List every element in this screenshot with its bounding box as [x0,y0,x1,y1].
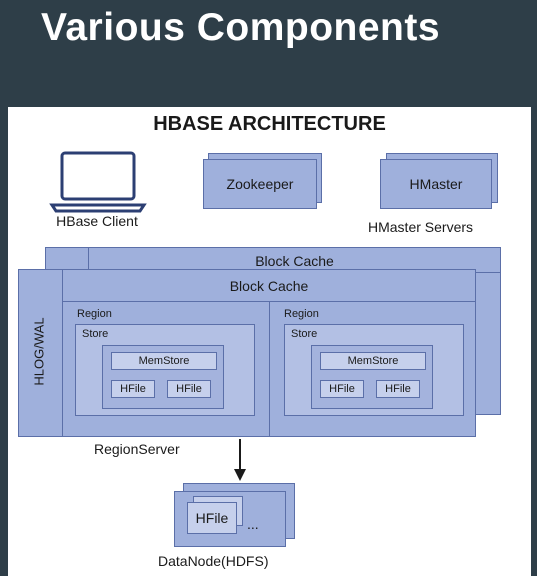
hfile-1a-label: HFile [120,383,146,395]
region-server: Block Cache HLOG/WAL Region Store MemSto… [18,269,476,437]
block-cache: Block Cache [62,270,475,302]
hfile-1a: HFile [111,380,155,398]
slide-title: Various Components [41,6,441,49]
hmaster-servers-label: HMaster Servers [368,219,474,235]
hfile-2a-label: HFile [329,383,355,395]
laptop-icon [49,151,147,213]
arrow-down-icon [234,439,246,481]
hmaster-box: HMaster [380,159,492,209]
hfile-1b-label: HFile [176,383,202,395]
memstore-2-label: MemStore [347,355,399,367]
datanode-label: DataNode(HDFS) [158,553,269,569]
region-2-label: Region [284,308,319,320]
region-1: Region Store MemStore HFile HFile [63,302,270,436]
region-server-label: RegionServer [94,441,180,457]
hfile-2b: HFile [376,380,420,398]
memstore-1: MemStore [111,352,217,370]
block-cache-label: Block Cache [229,278,309,294]
diagram-title: HBASE ARCHITECTURE [153,113,386,135]
hfile-1b: HFile [167,380,211,398]
wal-column: HLOG/WAL [19,270,63,436]
memstore-group-2: MemStore HFile HFile [311,345,433,409]
store-1: Store MemStore HFile HFile [75,324,255,416]
hbase-client-label: HBase Client [56,213,138,229]
store-2: Store MemStore HFile HFile [284,324,464,416]
datanode-box: HFile ... [174,491,286,547]
memstore-2: MemStore [320,352,426,370]
zookeeper-box: Zookeeper [203,159,317,209]
hfile-2b-label: HFile [385,383,411,395]
datanode-ellipsis: ... [247,516,259,532]
zookeeper-label: Zookeeper [226,176,294,192]
hfile-2a: HFile [320,380,364,398]
memstore-1-label: MemStore [138,355,190,367]
diagram-panel: HBASE ARCHITECTURE HBase Client Zookeepe… [8,107,531,576]
hbase-client: HBase Client [44,151,150,231]
hmaster-label: HMaster [409,176,463,192]
store-1-label: Store [82,328,109,340]
wal-label: HLOG/WAL [31,317,47,386]
datanode-hfile-label: HFile [195,510,229,526]
memstore-group-1: MemStore HFile HFile [102,345,224,409]
datanode-hfile: HFile [187,502,237,534]
region-1-label: Region [77,308,112,320]
region-2: Region Store MemStore HFile HFile [270,302,475,436]
store-2-label: Store [291,328,318,340]
block-cache-back-label: Block Cache [255,253,334,269]
